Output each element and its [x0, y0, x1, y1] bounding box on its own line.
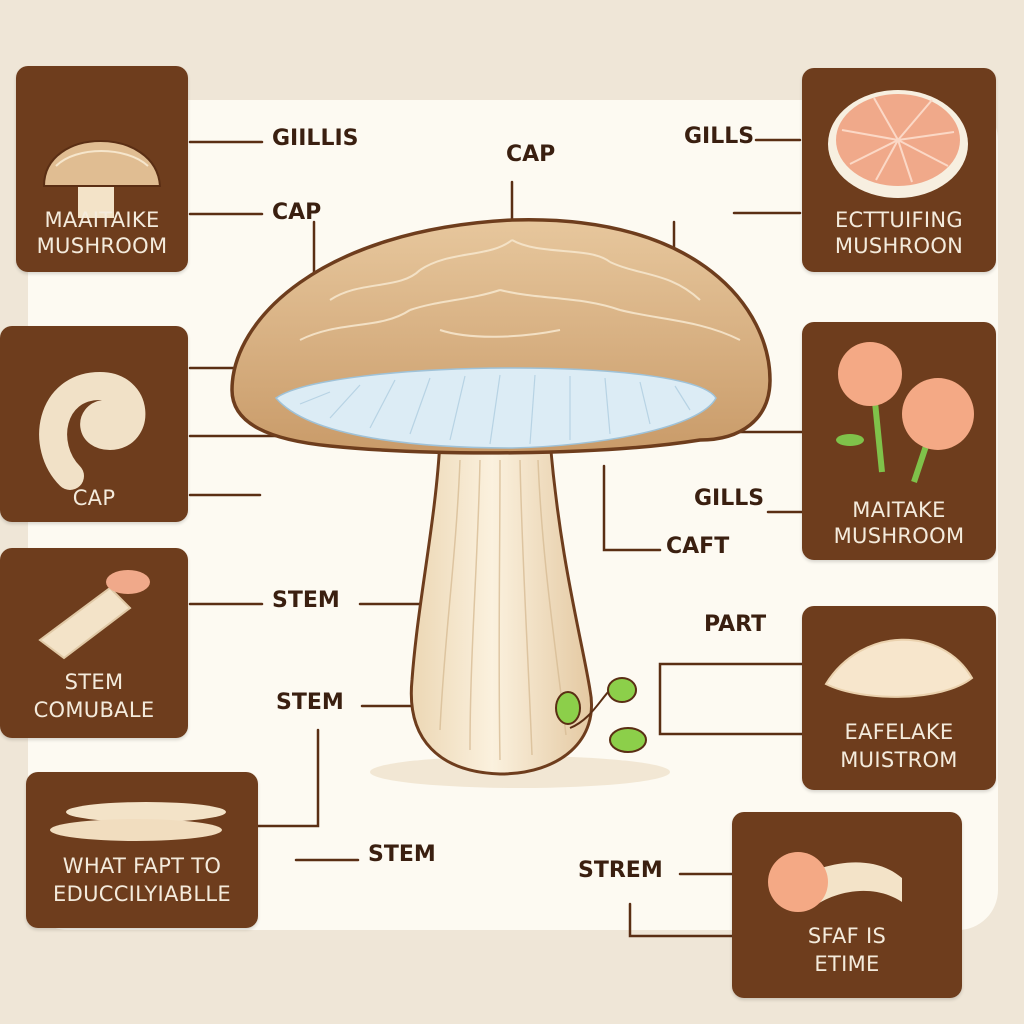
- card-stem-comubale: STEM COMUBALE: [0, 548, 188, 738]
- card-text-eafelake: EAFELAKE: [844, 720, 954, 744]
- card-eafelake-muistrom: EAFELAKE MUISTROM: [802, 606, 996, 790]
- connector-part: [658, 662, 804, 736]
- stem-piece-icon: [38, 570, 150, 660]
- card-text-educci: EDUCCILYIABLLE: [53, 882, 231, 906]
- card-text-maitake: MAITAKE: [852, 498, 946, 522]
- card-text-2: MUSHROOM: [36, 234, 168, 258]
- label-caft: CAFT: [666, 534, 730, 559]
- stem-cut-icon: [768, 852, 902, 912]
- card-text-what-fapt: WHAT FAPT TO: [62, 854, 222, 878]
- label-stem-3: STEM: [368, 842, 436, 867]
- twin-mushrooms-icon: [836, 342, 974, 483]
- card-text-1: MAAITAIKE: [44, 208, 160, 232]
- connector-what-fapt: [256, 728, 320, 828]
- curled-stem-icon: [39, 371, 146, 490]
- card-sfaf-is-etime: SFAF IS ETIME: [732, 812, 962, 998]
- card-text-comubale: COMUBALE: [33, 698, 155, 722]
- card-text-ectuifing: ECTTUIFING: [834, 208, 964, 232]
- gill-lines: [299, 374, 691, 445]
- cap-texture: [299, 239, 741, 341]
- card-text-sfaf: SFAF IS: [807, 924, 887, 948]
- card-what-fapt: WHAT FAPT TO EDUCCILYIABLLE: [26, 772, 258, 928]
- label-cap-top-center: CAP: [506, 142, 556, 167]
- label-gills-right: GILLS: [694, 486, 765, 511]
- card-text-cap: CAP: [72, 486, 116, 510]
- label-part: PART: [704, 612, 767, 637]
- cap-slice-icon: [824, 638, 974, 698]
- leaf-sprout: [555, 677, 647, 753]
- mushroom-cap-icon: [42, 140, 162, 218]
- label-giillis: GIILLIS: [272, 126, 359, 151]
- card-text-stem: STEM: [64, 670, 124, 694]
- label-stem-1: STEM: [272, 588, 340, 613]
- sliced-pieces-icon: [50, 802, 226, 841]
- card-cap-left: CAP: [0, 326, 188, 522]
- label-stem-2: STEM: [276, 690, 344, 715]
- card-text-muistrom: MUISTROM: [840, 748, 958, 772]
- card-maitake-mushroom-top: MAAITAIKE MUSHROOM: [16, 66, 188, 272]
- card-text-mushroon: MUSHROON: [834, 234, 964, 258]
- card-text-etime: ETIME: [814, 952, 880, 976]
- card-ectuifing-mushroom: ECTTUIFING MUSHROON: [802, 68, 996, 272]
- connector-caft: [602, 464, 662, 552]
- label-strem: STREM: [578, 858, 663, 883]
- label-gills-top-right: GILLS: [684, 124, 755, 149]
- card-maitake-mushroom-right: MAITAKE MUSHROOM: [802, 322, 996, 560]
- gills-underside-icon: [828, 90, 968, 198]
- card-text-mushroom: MUSHROOM: [833, 524, 965, 548]
- connector-strem-down: [628, 902, 734, 938]
- label-cap-top-left: CAP: [272, 200, 322, 225]
